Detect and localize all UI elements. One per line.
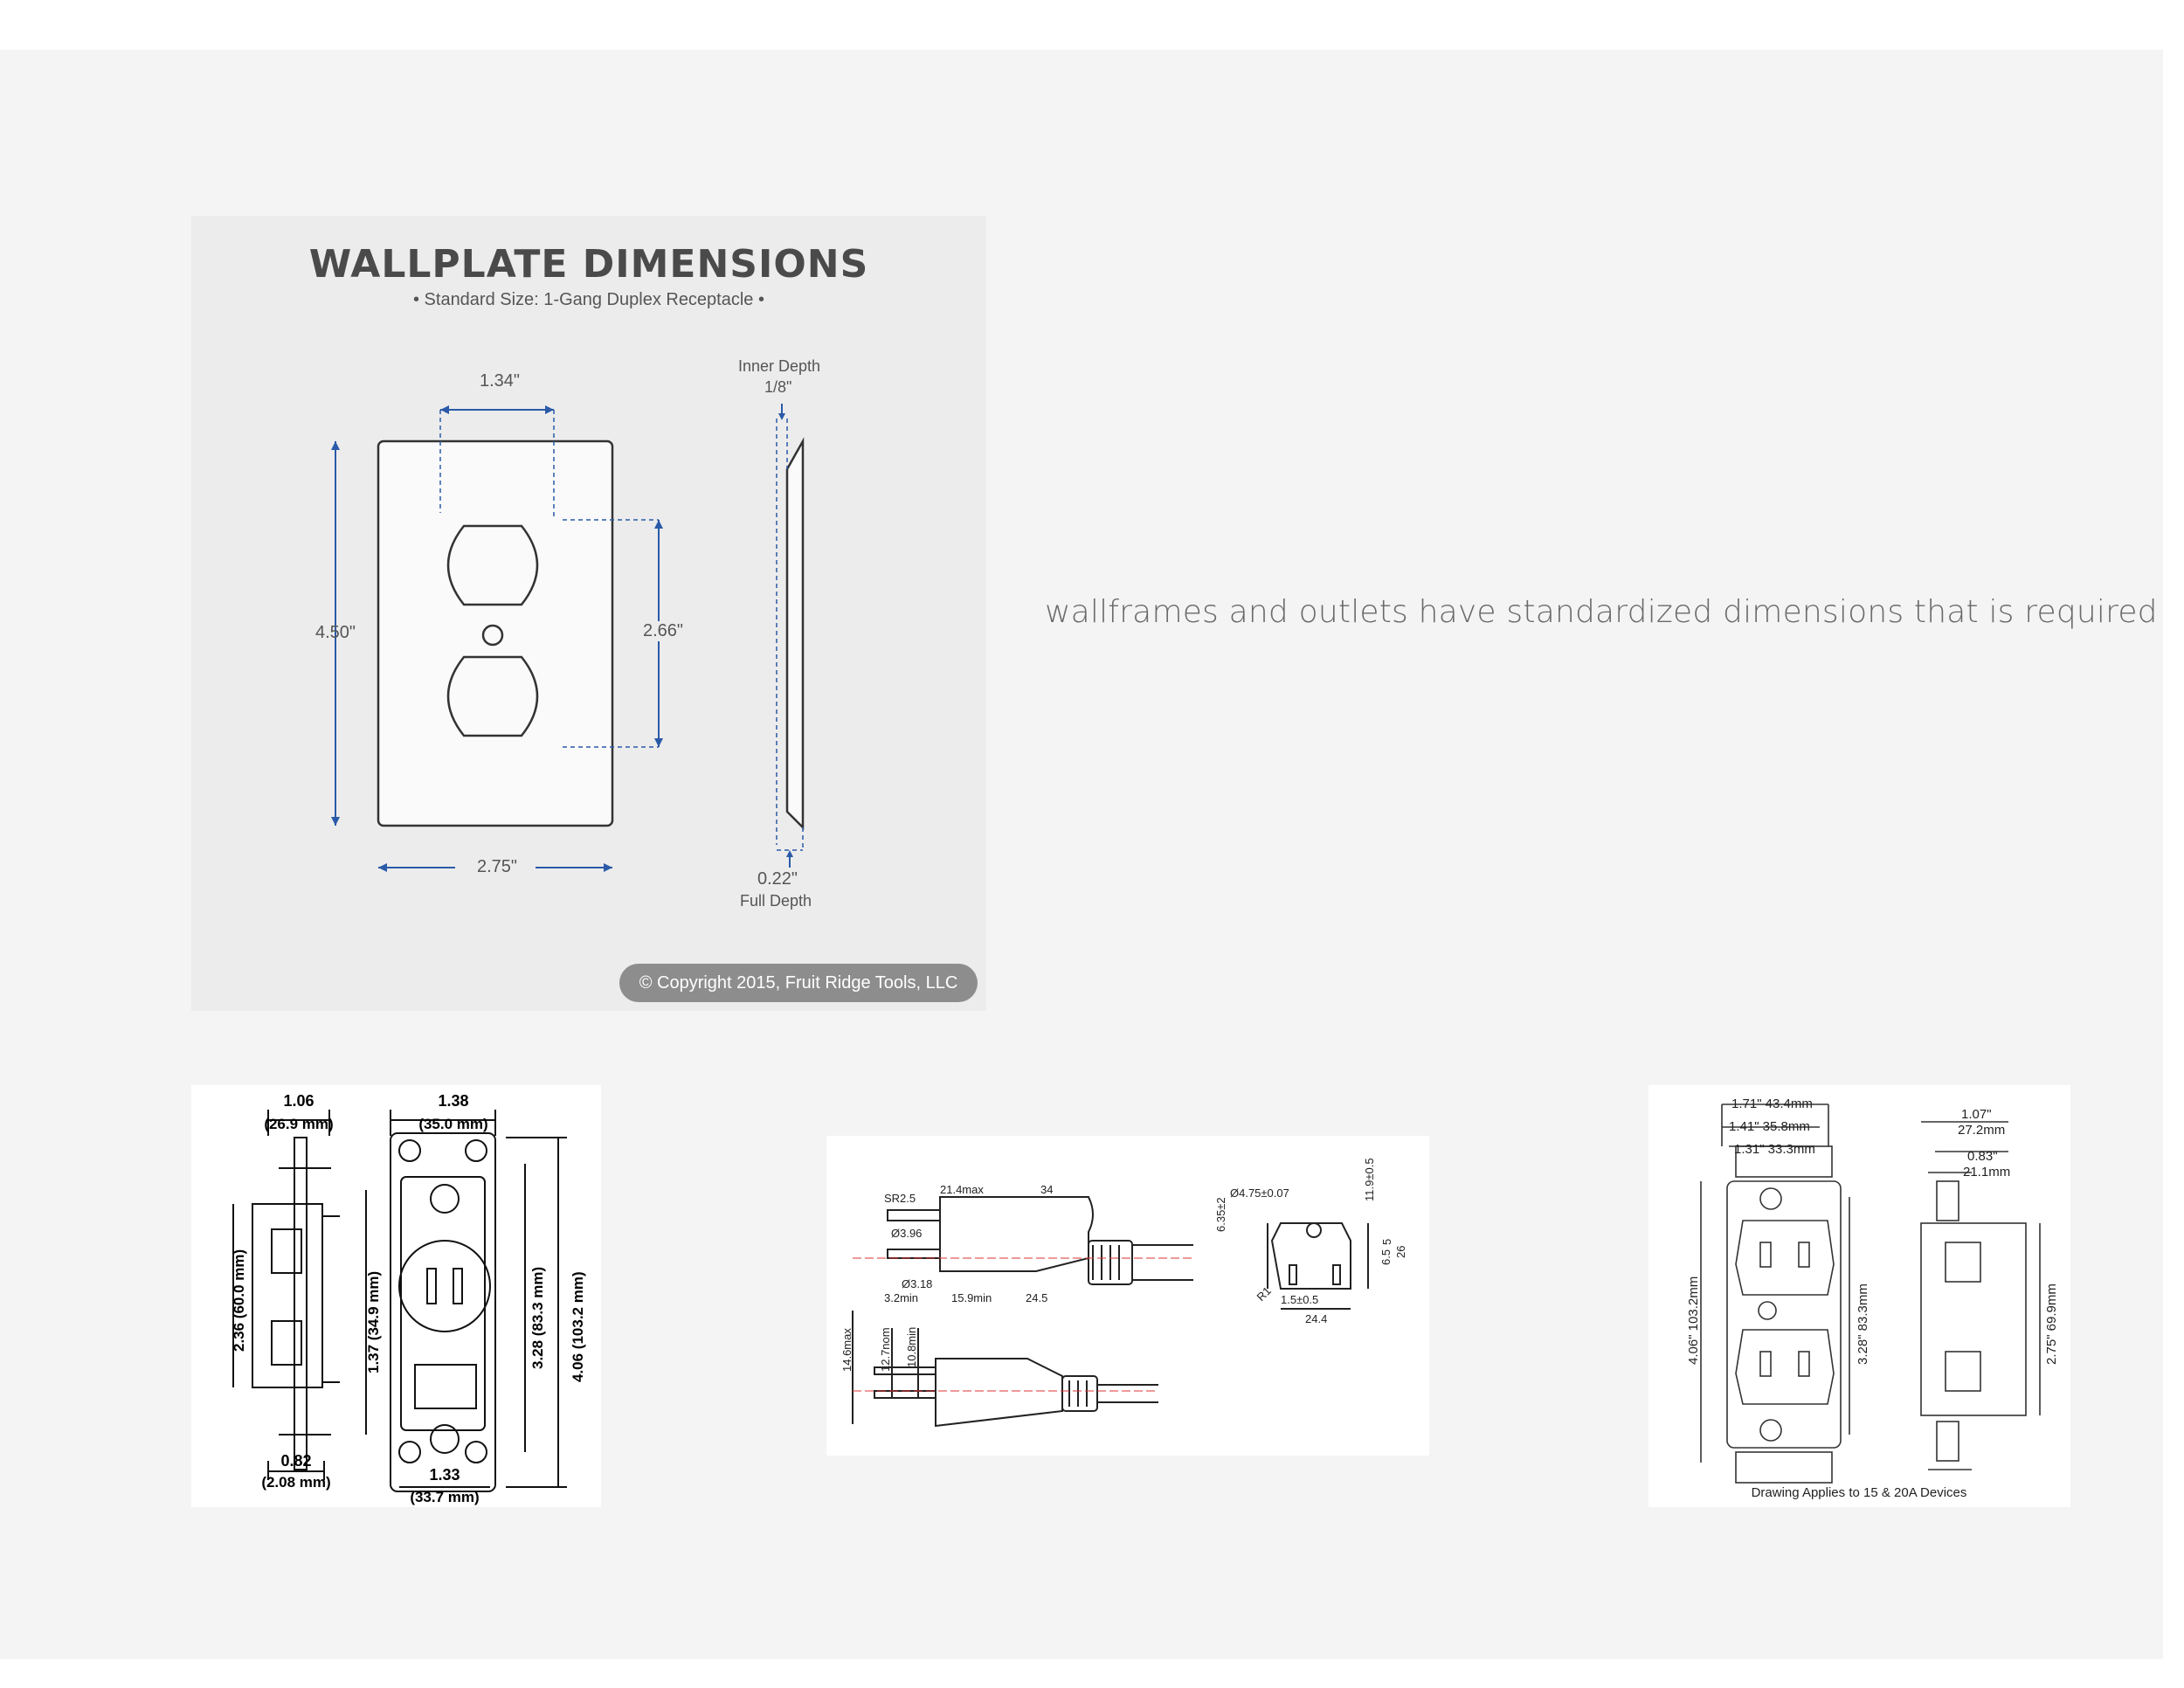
outlet-drawing-1: 1.06 (26.9 mm) 1.38 (35.0 mm) 2.36 (60.0… <box>191 1085 601 1507</box>
plug-label: Ø4.75±0.07 <box>1230 1186 1289 1200</box>
wallplate-subtitle: • Standard Size: 1-Gang Duplex Receptacl… <box>412 290 764 309</box>
inner-depth-label: Inner Depth <box>738 357 821 375</box>
wallplate-dimensions-image: WALLPLATE DIMENSIONS • Standard Size: 1-… <box>191 216 986 1011</box>
opening-height-label: 2.66" <box>639 621 688 641</box>
side-width-1-mm: 27.2mm <box>1958 1123 2005 1138</box>
dim-bottom-left: 0.82 <box>280 1452 311 1470</box>
plug-label: Ø3.18 <box>902 1277 932 1290</box>
height-screw: 3.28" 83.3mm <box>1856 1283 1870 1365</box>
side-width-2: 0.83" <box>1967 1149 1998 1164</box>
outlet-drawing-3: 1.71" 43.4mm 1.41" 35.8mm 1.31" 33.3mm 1… <box>1648 1085 2070 1507</box>
dim-bottom-right-mm: (33.7 mm) <box>410 1489 479 1505</box>
dim-total-height: 4.06 (103.2 mm) <box>570 1271 586 1382</box>
plug-label: 3.2min <box>884 1291 918 1304</box>
inner-depth-value: 1/8" <box>764 378 792 396</box>
front-width-1: 1.71" 43.4mm <box>1731 1097 1813 1111</box>
dim-top-right: 1.38 <box>438 1092 468 1110</box>
copyright-badge: © Copyright 2015, Fruit Ridge Tools, LLC <box>619 964 978 1002</box>
dim-top-right-mm: (35.0 mm) <box>418 1116 487 1132</box>
height-total: 4.06" 103.2mm <box>1686 1276 1701 1365</box>
plug-drawing-svg: SR2.5 21.4max 34 Ø3.96 Ø3.18 3.2min 15.9… <box>840 1158 1407 1428</box>
height-side: 2.75" 69.9mm <box>2044 1283 2059 1365</box>
plug-label: R1 <box>1254 1284 1274 1304</box>
full-depth-label: Full Depth <box>740 892 812 910</box>
plug-label: Ø3.96 <box>891 1227 922 1240</box>
dim-screw-height: 3.28 (83.3 mm) <box>529 1267 546 1369</box>
plug-label: 11.9±0.5 <box>1363 1158 1376 1201</box>
dim-side-height: 2.36 (60.0 mm) <box>231 1249 247 1352</box>
plug-label: 15.9min <box>951 1291 992 1304</box>
drawing-note: Drawing Applies to 15 & 20A Devices <box>1752 1485 1967 1500</box>
full-depth-value: 0.22" <box>757 869 798 889</box>
caption-text: wallframes and outlets have standardized… <box>1045 594 2158 630</box>
dim-bottom-left-mm: (2.08 mm) <box>261 1474 330 1491</box>
dim-top-left-mm: (26.9 mm) <box>264 1116 333 1132</box>
wallplate-title: WALLPLATE DIMENSIONS <box>308 242 869 287</box>
front-width-3: 1.31" 33.3mm <box>1734 1142 1815 1157</box>
outlet-drawing-3-svg: 1.71" 43.4mm 1.41" 35.8mm 1.31" 33.3mm 1… <box>1686 1097 2059 1500</box>
dim-bottom-right: 1.33 <box>429 1466 460 1484</box>
wallplate-diagram <box>331 404 805 872</box>
plug-label: 24.5 <box>1026 1291 1047 1304</box>
plug-label: 5 <box>1380 1239 1393 1245</box>
plug-drawing: SR2.5 21.4max 34 Ø3.96 Ø3.18 3.2min 15.9… <box>826 1136 1429 1456</box>
plug-label: SR2.5 <box>884 1192 916 1205</box>
plate-height-label: 4.50" <box>315 623 356 642</box>
plug-label: 14.6max <box>840 1328 854 1372</box>
plug-label: 6.5 <box>1379 1249 1393 1265</box>
plate-width-label: 2.75" <box>477 857 518 876</box>
plug-label: 1.5±0.5 <box>1281 1293 1318 1306</box>
plug-label: 24.4 <box>1305 1312 1327 1325</box>
plug-label: 6.35±2 <box>1214 1197 1227 1232</box>
plug-label: 26 <box>1394 1246 1407 1258</box>
dim-top-left: 1.06 <box>283 1092 314 1110</box>
plug-label: 34 <box>1040 1183 1053 1196</box>
plug-label: 21.4max <box>940 1183 984 1196</box>
outlet-drawing-1-svg: 1.06 (26.9 mm) 1.38 (35.0 mm) 2.36 (60.0… <box>231 1092 586 1505</box>
opening-width-label: 1.34" <box>480 371 521 391</box>
plug-label: 12.7nom <box>879 1327 892 1372</box>
plug-label: 10.8min <box>905 1327 918 1367</box>
side-width-1: 1.07" <box>1961 1107 1992 1122</box>
front-width-2: 1.41" 35.8mm <box>1729 1119 1810 1134</box>
side-width-2-mm: 21.1mm <box>1963 1165 2010 1180</box>
dim-mid-height: 1.37 (34.9 mm) <box>365 1271 382 1373</box>
